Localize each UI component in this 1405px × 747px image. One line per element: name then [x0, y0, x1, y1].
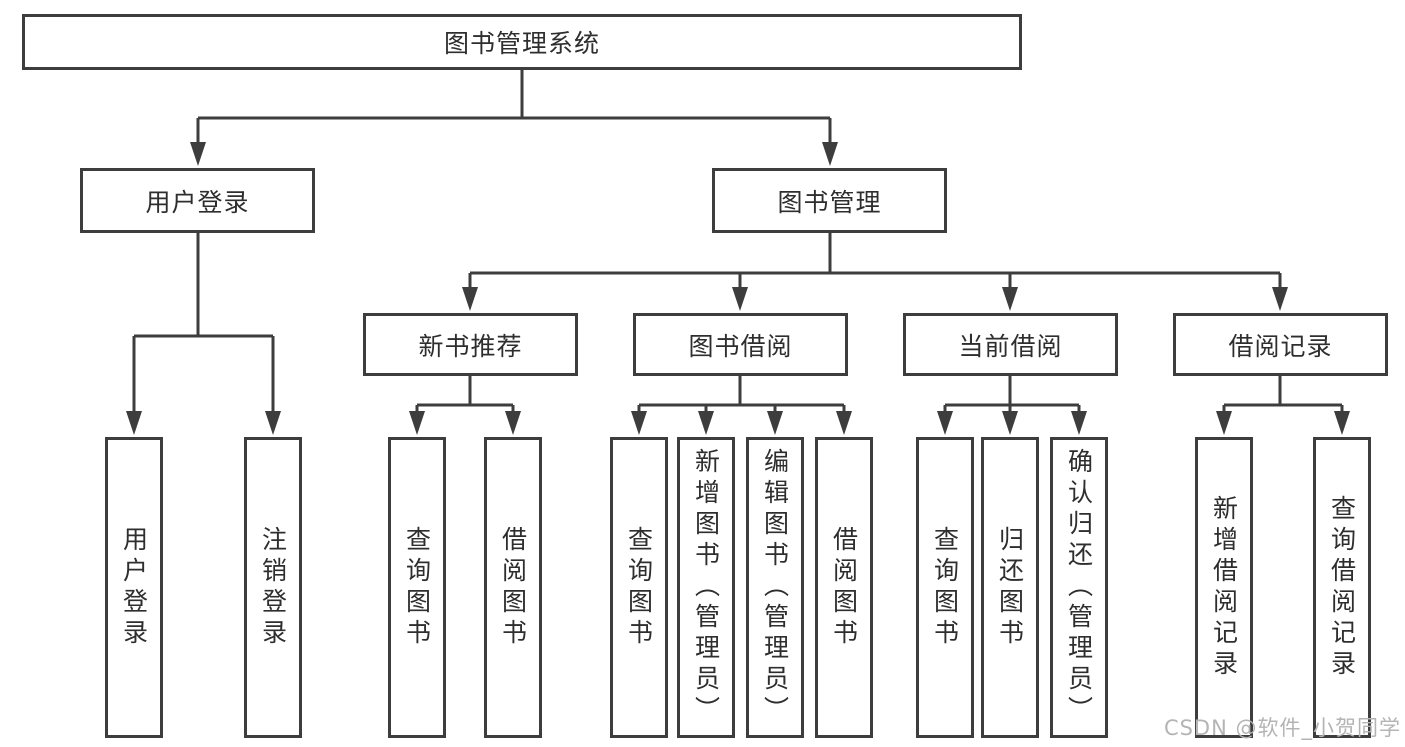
node-current-borrowing: 当前借阅 — [903, 313, 1118, 376]
connector-root-to-level2 — [190, 70, 838, 166]
node-library-management-system: 图书管理系统 — [22, 14, 1022, 70]
leaf-add-books-admin: 新增图书（管理员） — [677, 437, 735, 738]
node-book-borrowing: 图书借阅 — [633, 313, 848, 376]
leaf-edit-books-admin: 编辑图书（管理员） — [746, 437, 804, 738]
leaf-query-borrow-record: 查询借阅记录 — [1313, 437, 1371, 738]
leaf-logout: 注销登录 — [244, 437, 302, 738]
leaf-query-books-borrowing: 查询图书 — [610, 437, 668, 738]
leaf-add-borrow-record: 新增借阅记录 — [1195, 437, 1253, 738]
leaf-borrow-books-borrowing: 借阅图书 — [815, 437, 873, 738]
connector-user-login-children — [126, 233, 281, 435]
connector-borrowing-records-children — [1216, 376, 1350, 435]
connector-book-borrowing-children — [631, 376, 852, 435]
connector-new-book-recommendation-children — [409, 376, 521, 435]
leaf-query-books-current: 查询图书 — [916, 437, 974, 738]
leaf-confirm-return-admin: 确认归还（管理员） — [1050, 437, 1108, 738]
leaf-return-books: 归还图书 — [981, 437, 1039, 738]
leaf-user-login: 用户登录 — [105, 437, 163, 738]
leaf-borrow-books-recommend: 借阅图书 — [484, 437, 542, 738]
connector-book-management-children — [462, 233, 1288, 311]
node-new-book-recommendation: 新书推荐 — [363, 313, 578, 376]
leaf-query-books-recommend: 查询图书 — [388, 437, 446, 738]
csdn-watermark: CSDN @软件_小贺同学 — [1163, 716, 1401, 740]
connector-current-borrowing-children — [937, 376, 1087, 435]
node-book-management: 图书管理 — [712, 168, 947, 233]
node-user-login: 用户登录 — [80, 168, 315, 233]
node-borrowing-records: 借阅记录 — [1173, 313, 1388, 376]
